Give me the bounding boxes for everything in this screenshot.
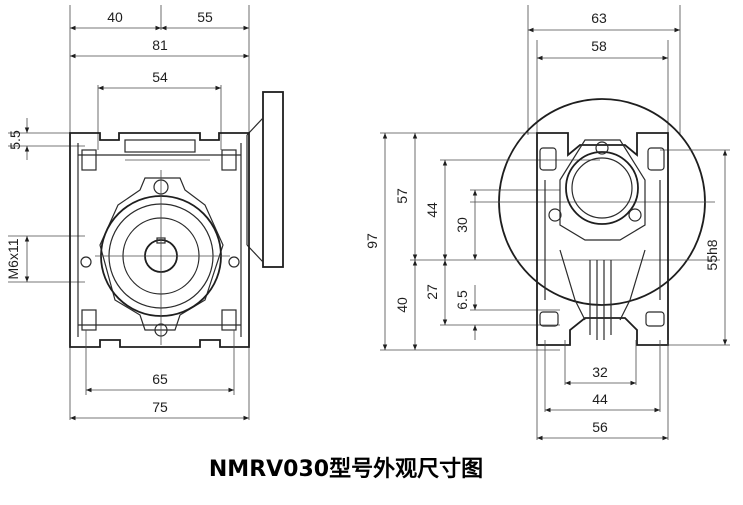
svg-text:40: 40	[107, 9, 123, 25]
dim-upper-mid: 44	[424, 160, 448, 260]
dim-bottom-mid: 44	[545, 391, 660, 413]
dim-hole-spacing: 54	[98, 69, 221, 91]
dim-bottom-outer: 56	[537, 419, 668, 441]
svg-text:M6x11: M6x11	[5, 238, 21, 279]
caption: NMRV030型号外观尺寸图	[209, 456, 483, 482]
svg-text:5.5: 5.5	[7, 130, 23, 150]
dim-flange-inner: 58	[537, 38, 668, 61]
dim-bottom-outer: 75	[70, 399, 249, 421]
motor-flange	[246, 91, 284, 268]
dim-top-offset: 5.5	[7, 118, 85, 160]
output-hub	[80, 170, 240, 345]
dim-lower-small: 6.5	[454, 285, 478, 340]
svg-text:32: 32	[592, 364, 608, 380]
svg-text:55h8: 55h8	[704, 239, 720, 270]
svg-text:30: 30	[454, 217, 470, 233]
dim-top-right: 55	[161, 9, 249, 31]
svg-text:55: 55	[197, 9, 213, 25]
svg-text:65: 65	[152, 371, 168, 387]
input-port	[548, 139, 646, 241]
dim-bottom-inner: 32	[565, 364, 636, 386]
svg-text:54: 54	[152, 69, 168, 85]
dim-flange-outer: 63	[528, 10, 680, 33]
front-view: 40 55 81 54 5.5 M6x11	[5, 5, 284, 421]
dim-top-left: 40	[70, 9, 161, 31]
svg-text:57: 57	[394, 188, 410, 204]
dim-overall-width: 81	[70, 37, 249, 59]
side-flange	[470, 98, 715, 306]
svg-text:44: 44	[592, 391, 608, 407]
dim-total-height: 97	[364, 133, 388, 350]
svg-text:56: 56	[592, 419, 608, 435]
svg-text:40: 40	[394, 297, 410, 313]
dim-bottom-inner: 65	[86, 371, 234, 393]
dim-upper-height: 57	[394, 133, 418, 260]
svg-text:63: 63	[591, 10, 607, 26]
gearbox-housing	[69, 132, 250, 348]
dim-flange-pilot: 55h8	[704, 150, 728, 345]
svg-text:27: 27	[424, 284, 440, 300]
dim-thread: M6x11	[5, 235, 85, 283]
dim-lower-mid: 27	[424, 260, 448, 325]
svg-text:75: 75	[152, 399, 168, 415]
svg-text:81: 81	[152, 37, 168, 53]
svg-text:97: 97	[364, 233, 380, 249]
svg-text:44: 44	[424, 202, 440, 218]
side-housing	[536, 132, 669, 346]
dim-upper-inner: 30	[454, 190, 478, 260]
svg-text:58: 58	[591, 38, 607, 54]
svg-text:6.5: 6.5	[454, 290, 470, 310]
side-view: 63 58 97 57	[364, 5, 730, 441]
dim-lower-height: 40	[394, 260, 418, 350]
